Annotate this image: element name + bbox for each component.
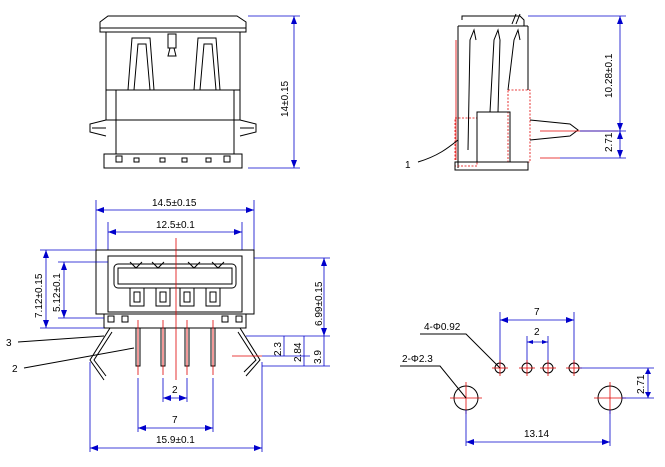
large-holes-label: 2-Φ2.3	[402, 354, 433, 365]
width-bottom-label: 15.9±0.1	[156, 435, 195, 446]
callout-3: 3	[6, 338, 12, 349]
footprint-width-label: 13.14	[524, 429, 549, 440]
dim-2-3-label: 2.3	[273, 342, 284, 356]
footprint-offset-label: 2.71	[636, 374, 647, 394]
dim-3-9-label: 3.9	[313, 350, 324, 364]
footprint-view: 7 2 4-Φ0.92 2-Φ2.3	[400, 307, 654, 446]
side-callout-1: 1	[405, 160, 411, 171]
height-left-inner-label: 5.12±0.1	[52, 273, 63, 312]
front-top-view: 14±0.15	[89, 15, 300, 169]
width-outer-label: 14.5±0.15	[152, 198, 197, 209]
footprint-span-label: 7	[534, 307, 540, 318]
footprint-pitch-label: 2	[534, 327, 540, 338]
side-pin-label: 2.71	[604, 132, 615, 152]
front-top-height-label: 14±0.15	[280, 80, 291, 117]
width-inner-label: 12.5±0.1	[156, 220, 195, 231]
front-view: 14.5±0.15 12.5±0.1	[6, 198, 330, 452]
height-left-outer-label: 7.12±0.15	[34, 273, 45, 318]
callout-2: 2	[12, 364, 18, 375]
side-height-label: 10.28±0.1	[604, 53, 615, 98]
small-holes-label: 4-Φ0.92	[424, 322, 461, 333]
dim-2-84-label: 2.84	[293, 342, 304, 362]
pin-span-label: 7	[172, 415, 178, 426]
pitch-label: 2	[172, 385, 178, 396]
height-right-label: 6.99±0.15	[314, 281, 325, 326]
side-view: 1 10.28±0.1 2.71	[405, 13, 626, 171]
